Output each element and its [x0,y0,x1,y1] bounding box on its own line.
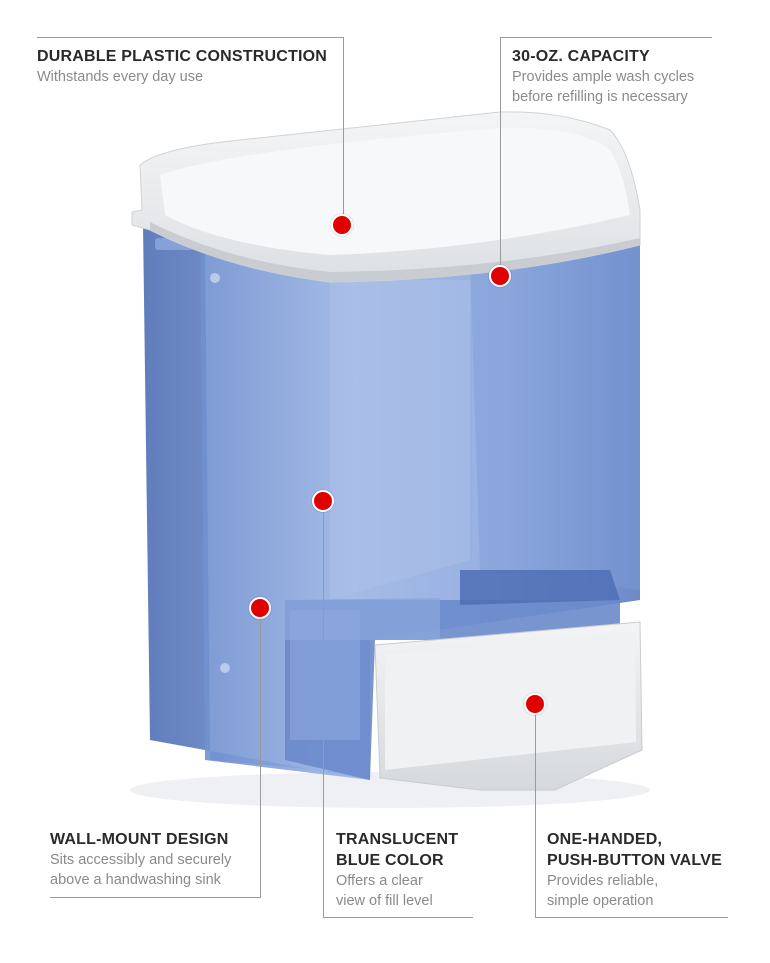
leader-valve-v [535,705,536,918]
callout-durable-title: DURABLE PLASTIC CONSTRUCTION [37,48,328,65]
callout-capacity-desc-2: before refilling is necessary [512,89,688,105]
callout-valve: ONE-HANDED, PUSH-BUTTON VALVE Provides r… [547,829,722,911]
callout-valve-title-2: PUSH-BUTTON VALVE [547,852,722,869]
callout-wall-mount-title: WALL-MOUNT DESIGN [50,831,229,848]
callout-durable-desc: Withstands every day use [37,69,204,85]
callout-capacity-desc-1: Provides ample wash cycles [512,69,695,85]
leader-translucent-v [323,502,324,917]
callout-durable: DURABLE PLASTIC CONSTRUCTION Withstands … [37,46,327,87]
callout-wall-mount-desc-1: Sits accessibly and securely [50,852,232,868]
callout-translucent: TRANSLUCENT BLUE COLOR Offers a clear vi… [336,829,458,911]
leader-durable-v [343,37,344,227]
leader-wall-v [260,608,261,898]
leader-durable-h [37,37,344,38]
marker-dot-valve [524,693,546,715]
callout-wall-mount: WALL-MOUNT DESIGN Sits accessibly and se… [50,829,231,890]
callout-translucent-desc-2: view of fill level [336,893,433,909]
dispenser-recess [285,600,620,780]
callout-translucent-desc-1: Offers a clear [336,873,423,889]
marker-dot-capacity [489,265,511,287]
callout-translucent-title-1: TRANSLUCENT [336,831,459,848]
callout-wall-mount-desc-2: above a handwashing sink [50,872,221,888]
callout-translucent-title-2: BLUE COLOR [336,852,444,869]
marker-dot-wall-mount [249,597,271,619]
leader-capacity-v [500,37,501,275]
leader-capacity-h [500,37,712,38]
callout-valve-desc-1: Provides reliable, [547,873,659,889]
leader-translucent-h [323,917,473,918]
callout-valve-title-1: ONE-HANDED, [547,831,663,848]
leader-wall-h [50,897,261,898]
callout-capacity: 30-OZ. CAPACITY Provides ample wash cycl… [512,46,694,107]
leader-valve-h [535,917,728,918]
callout-capacity-title: 30-OZ. CAPACITY [512,48,650,65]
body-left-side [143,225,370,780]
marker-dot-translucent [312,490,334,512]
marker-dot-lid [331,214,353,236]
callout-valve-desc-2: simple operation [547,893,654,909]
